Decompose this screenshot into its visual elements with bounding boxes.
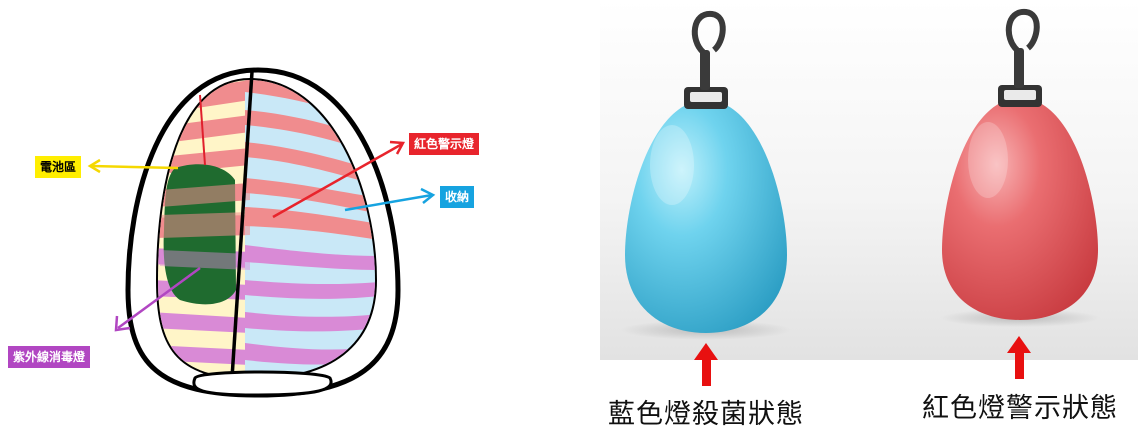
battery-area-label: 電池區 — [35, 156, 82, 178]
storage-label: 收納 — [440, 186, 475, 208]
arrow-up-blue-state — [694, 343, 718, 386]
product-render-svg — [600, 0, 1138, 386]
uv-sterilization-light-label: 紫外線消毒燈 — [8, 346, 91, 368]
arrow-uv — [114, 266, 201, 332]
center-divider — [230, 71, 254, 379]
red-warning-state-caption: 紅色燈警示狀態 — [922, 393, 1118, 424]
arrow-battery — [87, 158, 179, 174]
egg-schematic-svg — [87, 67, 436, 398]
blue-egg-render — [621, 11, 791, 340]
bottom-stand — [192, 370, 333, 397]
blue-sterilization-state-caption: 藍色燈殺菌狀態 — [608, 399, 804, 430]
arrow-storage — [344, 187, 436, 212]
arrow-red-light — [272, 140, 406, 219]
arrow-up-red-state — [1007, 336, 1031, 379]
product-render-panel: 藍色燈殺菌狀態 紅色燈警示狀態 — [560, 0, 1138, 430]
red-warning-light-label: 紅色警示燈 — [409, 133, 480, 155]
red-egg-render — [940, 9, 1100, 327]
egg-schematic-diagram: 電池區 紅色警示燈 收納 紫外線消毒燈 — [0, 0, 560, 423]
